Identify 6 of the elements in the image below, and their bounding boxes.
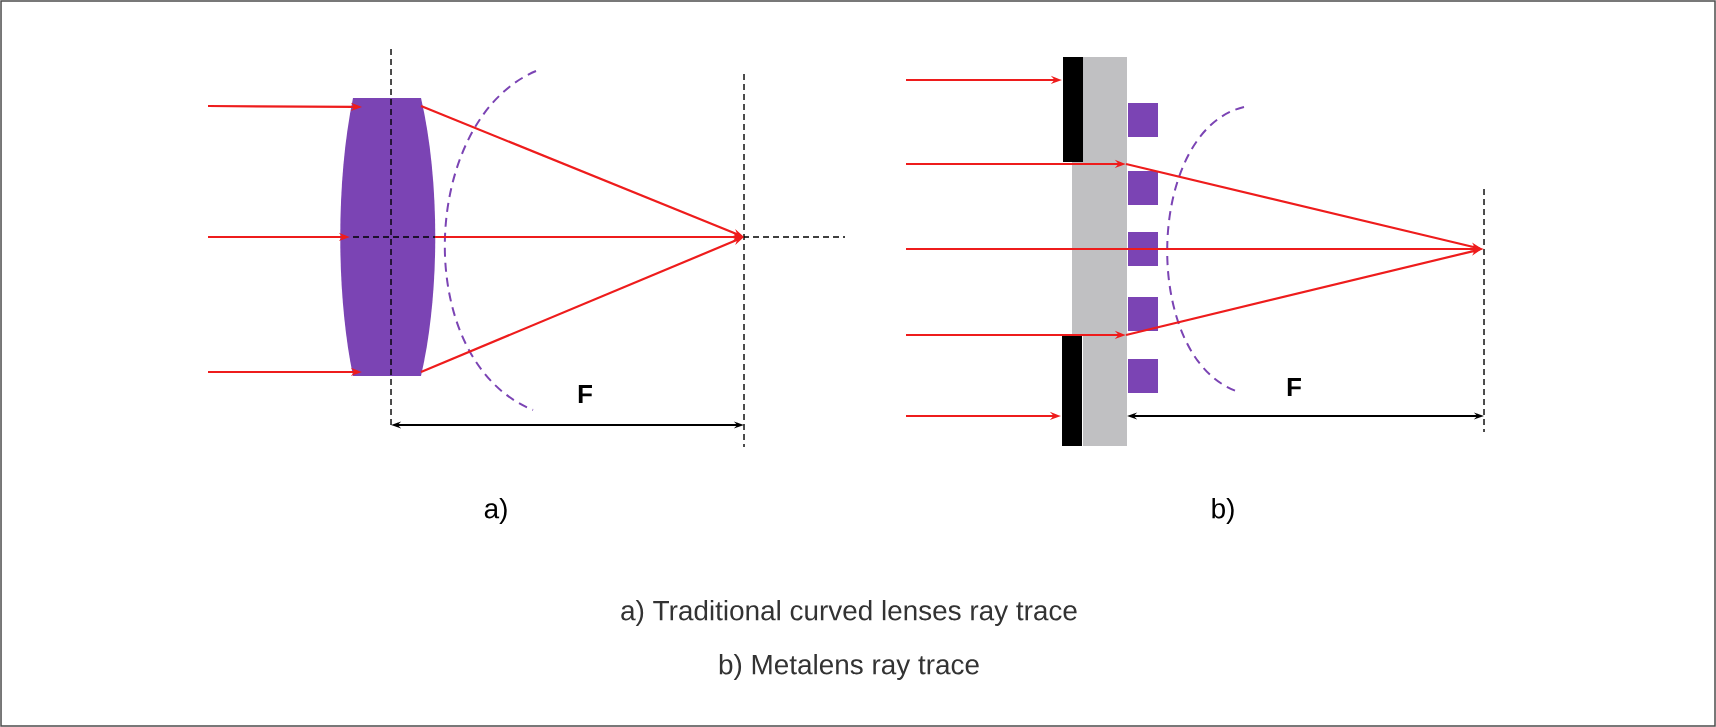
- panel-label: a): [484, 498, 507, 524]
- caption-line: a) Traditional curved lenses ray trace: [621, 600, 1077, 626]
- panel-label: b): [1212, 498, 1234, 524]
- focal-length-label: F: [578, 385, 592, 403]
- caption-line: b) Metalens ray trace: [719, 654, 979, 680]
- focal-length-label: F: [1287, 378, 1301, 396]
